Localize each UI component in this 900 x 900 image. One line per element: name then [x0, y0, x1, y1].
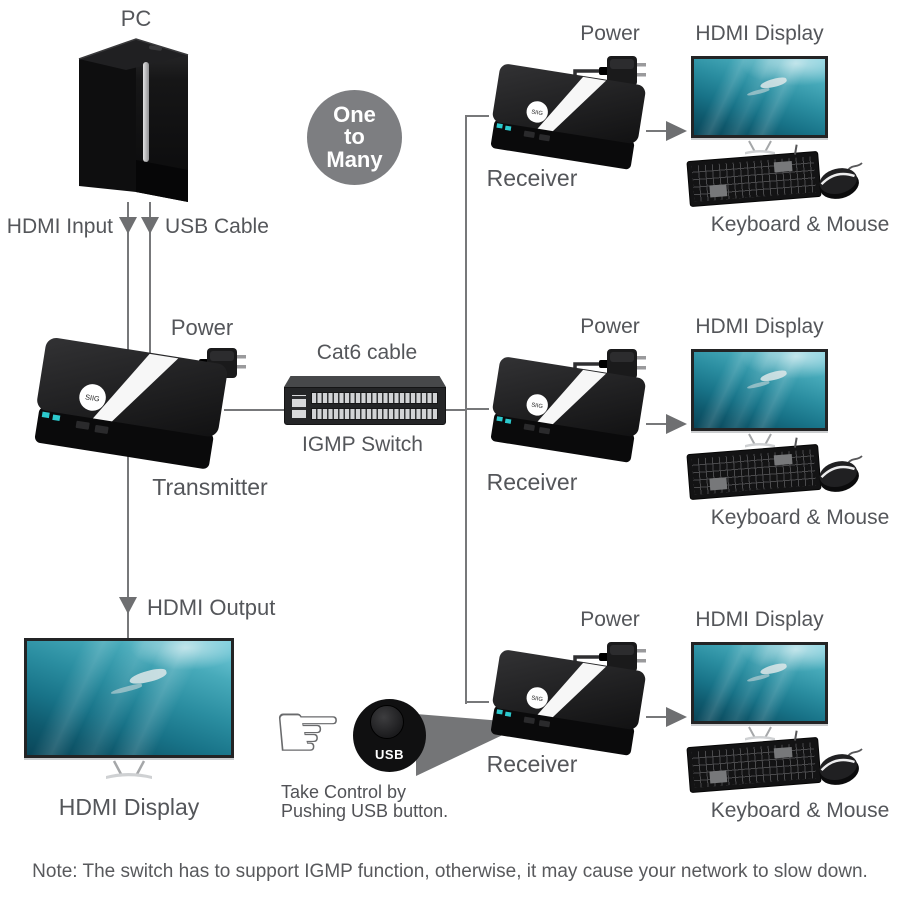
- transmitter-switch-line: [224, 409, 286, 411]
- swimmer-image: [758, 661, 788, 676]
- transmitter-brand-logo: SIIG: [85, 392, 101, 403]
- transmitter-label: Transmitter: [152, 474, 268, 500]
- receiver3-device-illustration: SIIG: [490, 650, 646, 756]
- swimmer-image: [128, 666, 168, 687]
- keyboard-keys: [773, 746, 793, 759]
- pc-tower-illustration: [78, 38, 189, 202]
- display-chin: [691, 724, 828, 726]
- receiver1-device-illustration: SIIG: [490, 64, 646, 170]
- receiver3-display-label: HDMI Display: [695, 608, 824, 631]
- display-stand: [106, 760, 152, 779]
- usb-button-badge: USB: [353, 699, 426, 772]
- receiver1-display-label: HDMI Display: [695, 22, 824, 45]
- display-screen: [691, 56, 828, 138]
- trunk-receiver-stub: [465, 701, 489, 703]
- one-to-many-badge: One to Many: [307, 90, 402, 185]
- trunk-receiver-stub: [465, 115, 489, 117]
- switch-trunk-line: [446, 409, 467, 411]
- hdmi-input-label: HDMI Input: [6, 215, 113, 238]
- receiver2-display-arrow-icon: [666, 414, 687, 434]
- receiver3-power-label: Power: [580, 608, 640, 631]
- badge-line3: Many: [326, 146, 383, 172]
- swimmer-image: [758, 368, 788, 383]
- receiver1-peripherals-label: Keyboard & Mouse: [710, 213, 890, 236]
- display-chin: [691, 138, 828, 140]
- receiver2-display-line: [646, 423, 670, 425]
- keyboard-keys: [773, 453, 793, 466]
- receiver1-label: Receiver: [486, 165, 578, 191]
- swimmer-image: [758, 75, 788, 90]
- transmitter-power-label: Power: [170, 315, 234, 340]
- display-chin: [691, 431, 828, 433]
- receiver2-hdmi-display: [691, 349, 828, 448]
- keyboard-keys: [709, 477, 728, 491]
- receiver2-power-adapter: [573, 349, 646, 390]
- usb-control-caption: Take Control by Pushing USB button.: [281, 783, 448, 821]
- receiver2-power-label: Power: [580, 315, 640, 338]
- keyboard-keys: [709, 184, 728, 198]
- cat6-cable-label: Cat6 cable: [316, 341, 418, 364]
- receiver1-mouse: [819, 162, 863, 199]
- receiver2-keyboard: [686, 443, 822, 501]
- pointing-hand-icon: ☞: [272, 685, 344, 778]
- keyboard-keys: [773, 160, 793, 173]
- usb-cable-line: [149, 202, 151, 378]
- receiver2-brand-logo: SIIG: [531, 402, 544, 410]
- receiver1-display-line: [646, 130, 670, 132]
- display-chin: [24, 758, 234, 760]
- receiver3-peripherals-label: Keyboard & Mouse: [710, 799, 890, 822]
- display-stand: [744, 140, 775, 155]
- switch-top-face: [284, 376, 446, 387]
- receiver1-brand-logo: SIIG: [531, 109, 544, 117]
- receiver3-keyboard: [686, 736, 822, 794]
- local-display-label: HDMI Display: [58, 794, 200, 820]
- receiver-row-1: Power HDMI Display SIIG Receiver: [0, 0, 900, 262]
- usb-cable-arrow-icon: [141, 217, 159, 234]
- receiver3-display-line: [646, 716, 670, 718]
- receiver2-peripherals-label: Keyboard & Mouse: [710, 506, 890, 529]
- display-stand: [744, 433, 775, 448]
- receiver3-mouse: [819, 748, 863, 785]
- transmitter-device-illustration: SIIG: [34, 337, 228, 469]
- receiver1-display-arrow-icon: [666, 121, 687, 141]
- receiver2-label: Receiver: [486, 469, 578, 495]
- receiver3-brand-logo: SIIG: [531, 695, 544, 703]
- usb-caption-line2: Pushing USB button.: [281, 801, 449, 821]
- receiver1-hdmi-display: [691, 56, 828, 155]
- hdmi-output-arrow-icon: [119, 597, 137, 614]
- switch-body: [284, 387, 446, 425]
- receiver-row-2: Power HDMI Display SIIG Receiver: [0, 293, 900, 555]
- trunk-receiver-stub: [465, 408, 489, 410]
- usb-cable-label: USB Cable: [165, 215, 269, 238]
- switch-uplink-ports: [292, 395, 306, 418]
- receiver3-display-arrow-icon: [666, 707, 687, 727]
- switch-port-row: [311, 392, 438, 404]
- receiver1-power-label: Power: [580, 22, 640, 45]
- receiver2-device-illustration: SIIG: [490, 357, 646, 463]
- display-screen: [691, 349, 828, 431]
- receiver3-hdmi-display: [691, 642, 828, 741]
- badge-line1: One: [333, 101, 376, 127]
- display-stand: [744, 726, 775, 741]
- receiver2-display-label: HDMI Display: [695, 315, 824, 338]
- keyboard-keys: [709, 770, 728, 784]
- pc-label: PC: [120, 6, 152, 31]
- display-screen: [691, 642, 828, 724]
- hdmi-input-arrow-icon: [119, 217, 137, 234]
- local-hdmi-display: [24, 638, 234, 780]
- receiver1-keyboard: [686, 150, 822, 208]
- receiver3-label: Receiver: [486, 751, 578, 777]
- usb-caption-line1: Take Control by: [281, 782, 407, 802]
- receiver-row-3: Power HDMI Display SIIG Receiver: [0, 586, 900, 848]
- footer-note: Note: The switch has to support IGMP fun…: [32, 861, 868, 882]
- igmp-switch-illustration: [284, 376, 446, 426]
- hdmi-output-label: HDMI Output: [147, 595, 276, 620]
- display-screen: [24, 638, 234, 758]
- usb-button-icon: [370, 705, 404, 739]
- receiver2-mouse: [819, 455, 863, 492]
- badge-line2: to: [344, 124, 365, 150]
- usb-button-label: USB: [375, 747, 404, 762]
- igmp-switch-label: IGMP Switch: [302, 433, 423, 456]
- switch-port-row: [311, 408, 438, 420]
